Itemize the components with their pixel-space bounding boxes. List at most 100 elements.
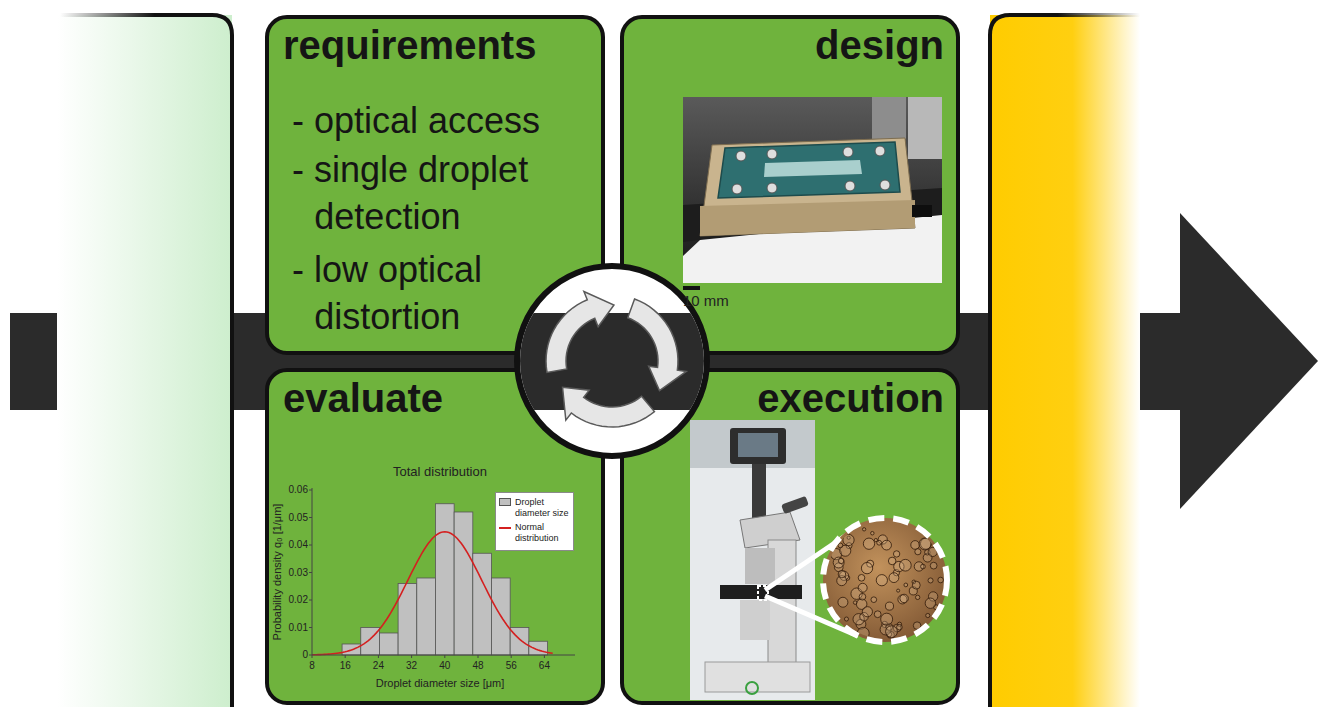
tick-mark [309,517,312,518]
droplet [928,547,937,556]
droplet [845,576,850,581]
droplet [843,534,854,545]
cycle-arrow [628,299,687,391]
droplet [898,595,907,604]
eyepiece-head [740,512,800,548]
metal-housing [700,138,915,236]
droplet [882,621,888,627]
next-stage-panel [990,15,1140,707]
execution-box: execution [620,368,960,705]
zoom-line [765,596,858,636]
histogram-bar [398,584,417,656]
droplet [871,531,874,534]
droplet [874,611,881,618]
droplet [846,543,852,549]
lab-shelf [690,420,815,468]
droplet [885,602,893,610]
droplet [886,626,898,638]
droplet [920,538,931,549]
y-axis [312,488,313,655]
camera-tube [752,464,766,522]
droplet [893,570,899,576]
droplet [860,612,869,621]
tick-mark [309,545,312,546]
droplet [877,540,882,545]
droplet [919,538,931,550]
tick-mark [309,572,312,573]
droplet [897,624,903,630]
tick-mark [309,600,312,601]
droplet [833,557,844,568]
tick-mark [378,655,379,658]
legend-line-sample [499,527,511,529]
bullet-item: - single droplet detection [292,146,592,240]
droplet [934,605,939,610]
axis-title: Droplet diameter size [μm] [340,676,540,690]
process-band [500,313,730,410]
histogram-bar [342,644,361,655]
bullet-item: - low optical distortion [292,246,592,340]
screws [732,146,890,194]
tick-mark [444,655,445,658]
droplet [847,536,850,539]
droplet [888,557,896,565]
droplet [921,564,926,569]
legend-swatch [499,498,511,506]
droplet [926,613,930,617]
droplet [887,631,894,638]
histogram-bar [379,633,398,655]
tick-mark [309,627,312,628]
design-box: design [620,15,960,355]
droplet [834,563,843,572]
droplet [925,598,935,608]
droplet [897,622,901,626]
droplet [904,583,908,587]
histogram-bar [491,578,510,655]
chart-title: Total distribution [340,463,540,480]
droplet [930,562,937,569]
camera-screen [738,433,778,457]
droplet [838,597,848,607]
histogram-bar [529,641,548,655]
output-arrow-head [1180,213,1318,509]
legend-entry: Normal distribution [499,522,570,544]
zoom-line [765,526,860,590]
droplet [887,632,892,637]
droplet [838,570,846,578]
droplet [889,573,899,583]
droplet [861,562,872,573]
droplet [900,594,908,602]
droplet-field [830,528,943,640]
stage [683,188,942,242]
previous-stage-panel [57,15,232,707]
droplet [862,528,865,531]
droplet [876,575,887,586]
objective [872,97,906,139]
droplet [886,623,893,630]
droplet [856,599,867,610]
droplet [838,543,843,548]
tick-mark [309,490,312,491]
droplet [859,593,866,600]
droplet [915,549,921,555]
droplet [871,597,877,603]
axis-tick-label: 64 [529,659,559,672]
droplet [909,587,917,595]
tick-mark [478,655,479,658]
axis-tick-label: 0.06 [278,483,308,496]
droplet [857,627,869,639]
tick-mark [411,655,412,658]
axis-tick-label: 32 [397,659,427,672]
axis-title: Probability density q₀ [1/μm] [270,482,284,662]
histogram-bar [435,504,454,655]
microscope-base [705,662,810,692]
housing-front [700,200,915,236]
x-axis [312,655,575,656]
droplet [880,624,891,635]
axis-tick-label: 56 [496,659,526,672]
chart-legend: Droplet diameter sizeNormal distribution [495,492,574,551]
microscope-photo [690,420,815,700]
condenser [740,600,770,640]
